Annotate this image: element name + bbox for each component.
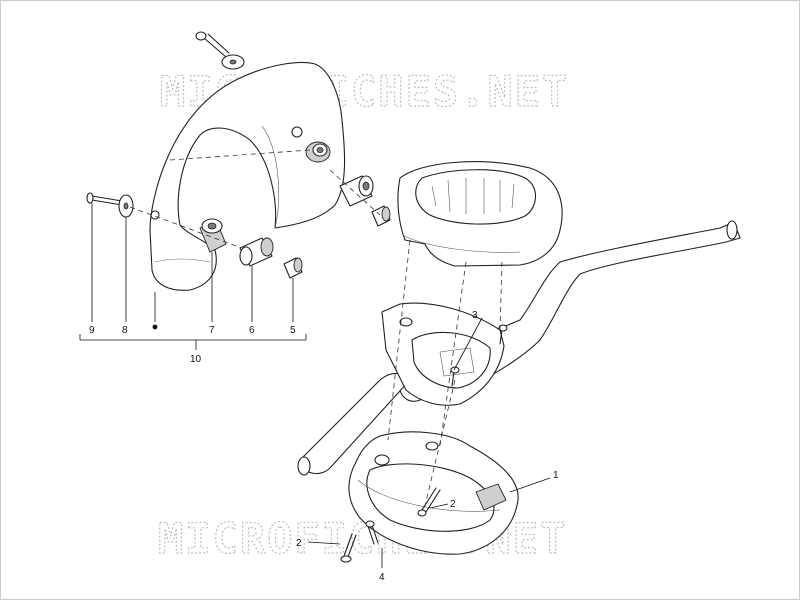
callout-6: 6 xyxy=(249,325,255,336)
spacer-6 xyxy=(239,237,274,267)
mount-hole xyxy=(291,126,303,138)
washer-8 xyxy=(118,194,134,218)
lower-handlebar-cover xyxy=(348,431,519,555)
callout-2-center: 2 xyxy=(450,499,456,510)
top-screw-and-washer xyxy=(195,31,245,70)
nut-5 xyxy=(283,257,303,279)
callout-2-left: 2 xyxy=(296,538,302,549)
screw-2-center xyxy=(417,487,441,517)
screw-3 xyxy=(498,324,508,345)
assembly-bullet xyxy=(152,324,158,330)
screw-4 xyxy=(365,520,379,545)
callout-9: 9 xyxy=(89,325,95,336)
nut-upper xyxy=(371,205,391,227)
callout-1: 1 xyxy=(553,470,559,481)
callout-4: 4 xyxy=(379,572,385,583)
upper-handlebar-cover xyxy=(397,161,563,267)
screw-9 xyxy=(86,192,123,206)
spacer-upper xyxy=(339,175,374,207)
callout-8: 8 xyxy=(122,325,128,336)
callout-7: 7 xyxy=(209,325,215,336)
rubber-grommet-upper xyxy=(305,141,331,163)
callout-3: 3 xyxy=(472,310,478,321)
handlebar-mount-bracket xyxy=(381,302,505,406)
screw-2-left xyxy=(340,533,357,563)
callout-10: 10 xyxy=(190,354,202,365)
rubber-grommet-7 xyxy=(199,218,227,253)
leader-lines xyxy=(79,203,551,568)
callout-5: 5 xyxy=(290,325,296,336)
